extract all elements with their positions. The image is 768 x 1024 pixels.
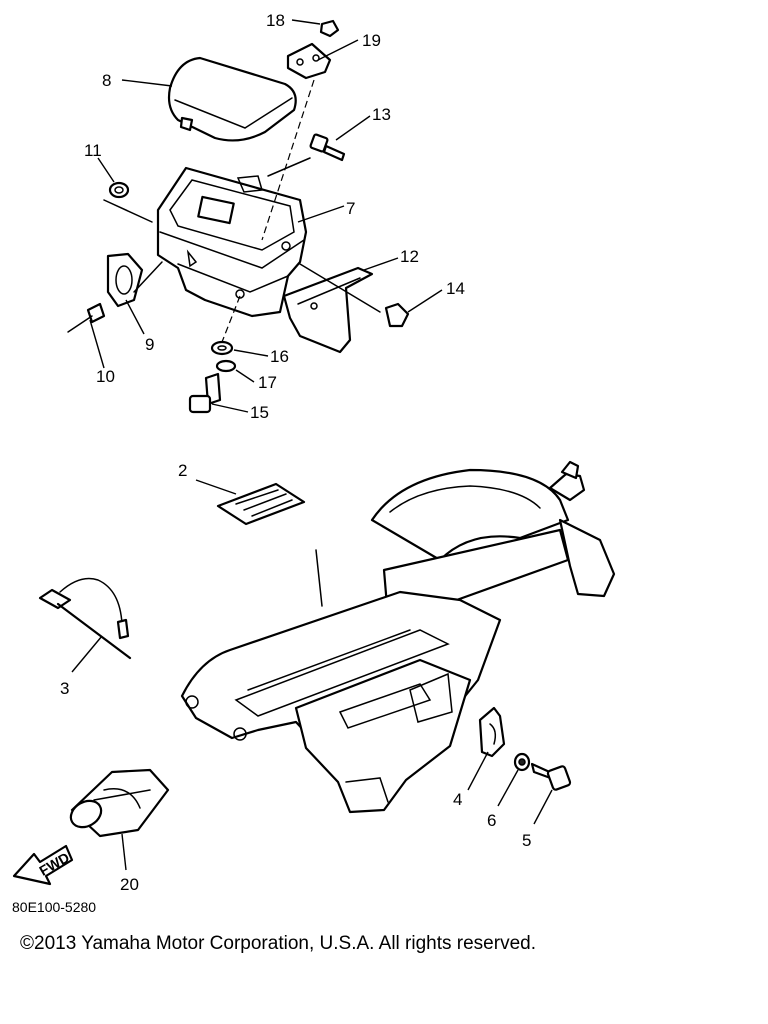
- callout-2: 2: [178, 461, 187, 480]
- mount-part-9: [106, 252, 144, 308]
- washer-part-16: [210, 340, 234, 356]
- callout-14: 14: [446, 279, 465, 298]
- screw-part-10: [67, 302, 106, 333]
- bracket-part-19: [286, 42, 332, 80]
- pin-part-3: [38, 577, 132, 660]
- callout-7: 7: [346, 199, 355, 218]
- callout-5: 5: [522, 831, 531, 850]
- cover-part-20: [69, 768, 170, 838]
- callout-18: 18: [266, 11, 285, 30]
- assembly-lines: [103, 79, 381, 343]
- callout-8: 8: [102, 71, 111, 90]
- callout-3: 3: [60, 679, 69, 698]
- lid-part-8: [167, 56, 297, 142]
- callout-15: 15: [250, 403, 269, 422]
- callout-20: 20: [120, 875, 139, 894]
- callout-12: 12: [400, 247, 419, 266]
- bolt-part-15: [188, 372, 222, 414]
- diagram-code: 80E100-5280: [12, 899, 96, 915]
- washer-part-6: [513, 752, 531, 772]
- callout-19: 19: [362, 31, 381, 50]
- callout-6: 6: [487, 811, 496, 830]
- callout-numbers: 2 3 4 5 6 7 8 9 10 11 12 13 14 15 16 17 …: [60, 11, 531, 894]
- callout-16: 16: [270, 347, 289, 366]
- frame-body: [180, 460, 616, 814]
- callout-11: 11: [84, 141, 102, 160]
- callout-9: 9: [145, 335, 154, 354]
- lockwasher-part-17: [215, 359, 237, 373]
- leader-lines: [71, 19, 553, 871]
- grommet-part-11: [108, 181, 130, 199]
- copyright-notice: ©2013 Yamaha Motor Corporation, U.S.A. A…: [20, 933, 536, 954]
- decal-part-2: [216, 482, 306, 526]
- callout-13: 13: [372, 105, 391, 124]
- clip-part-4: [478, 706, 506, 758]
- bolt-part-13: [309, 133, 346, 162]
- nut-part-14: [384, 302, 410, 328]
- callout-10: 10: [96, 367, 115, 386]
- callout-17: 17: [258, 373, 277, 392]
- bolt-part-5: [530, 762, 572, 791]
- plate-part-12: [282, 266, 374, 354]
- nut-part-18: [319, 19, 340, 38]
- callout-4: 4: [453, 790, 462, 809]
- fwd-arrow: FWD: [12, 844, 74, 886]
- box-part-7: [156, 166, 308, 318]
